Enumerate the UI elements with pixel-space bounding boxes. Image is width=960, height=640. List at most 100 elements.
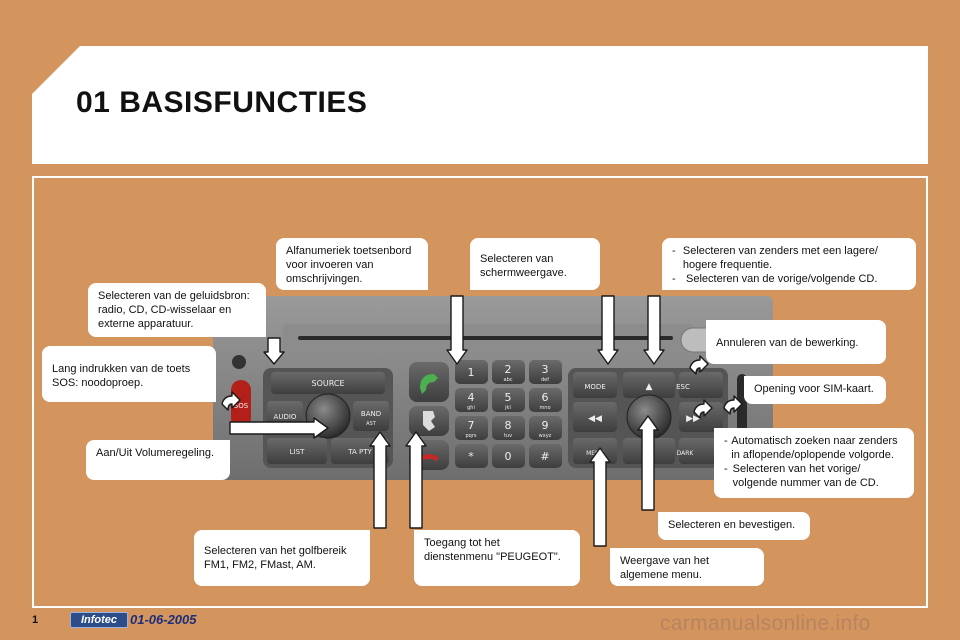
keypad-digit: 3 — [542, 363, 549, 376]
keypad-digit: 8 — [505, 419, 512, 432]
keypad-key-7[interactable] — [492, 416, 525, 440]
arrow-source — [263, 337, 285, 365]
keypad-key-9[interactable] — [455, 444, 488, 468]
keypad-digit: 4 — [468, 391, 475, 404]
arrow-mode — [597, 295, 619, 365]
svg-text:AST: AST — [366, 421, 377, 427]
header-background — [32, 46, 928, 164]
keypad-digit: 0 — [505, 450, 512, 463]
arrow-confirm — [637, 415, 659, 511]
footer-date: 01-06-2005 — [130, 612, 197, 627]
list-button[interactable] — [267, 438, 327, 464]
band-button[interactable] — [353, 401, 389, 431]
content-frame — [32, 176, 928, 608]
keypad-key-5[interactable] — [529, 388, 562, 412]
source-button[interactable] — [271, 372, 385, 394]
arrow-frequency — [643, 295, 665, 365]
keypad-letters: mno — [539, 405, 550, 411]
label-volume: Aan/Uit Volumeregeling. — [86, 440, 230, 480]
up-button[interactable] — [623, 372, 675, 398]
svg-text:DARK: DARK — [677, 450, 695, 457]
keypad-digit: 1 — [468, 366, 475, 379]
keypad-digit: 2 — [505, 363, 512, 376]
label-sim: Opening voor SIM-kaart. — [744, 376, 886, 404]
label-cancel: Annuleren van de bewerking. — [706, 320, 886, 364]
keypad-key-4[interactable] — [492, 388, 525, 412]
keypad-key-3[interactable] — [455, 388, 488, 412]
svg-text:AUDIO: AUDIO — [274, 413, 297, 421]
sos-button[interactable] — [231, 380, 251, 428]
svg-text:MENU: MENU — [586, 450, 604, 457]
header-panel: 01 BASISFUNCTIES — [32, 46, 928, 164]
arrow-volume — [229, 417, 329, 439]
infotec-logo: Infotec — [70, 612, 128, 628]
keypad-letters: jkl — [504, 405, 511, 411]
search-item-1: -Selecteren van het vorige/ volgende num… — [724, 463, 879, 489]
keypad-letters: tuv — [504, 433, 512, 439]
keypad-letters: abc — [504, 377, 513, 383]
page-number: 1 — [32, 614, 39, 626]
arrow-band — [369, 431, 391, 529]
keypad-digit: # — [540, 450, 549, 463]
keypad-key-1[interactable] — [492, 360, 525, 384]
rewind-icon: ◀◀ — [588, 414, 602, 424]
label-band: Selecteren van het golfbereik FM1, FM2, … — [194, 530, 370, 586]
label-search: -Automatisch zoeken naar zenders in aflo… — [714, 428, 914, 498]
esc-button[interactable] — [679, 372, 723, 398]
phone-icon — [420, 374, 438, 394]
rewind-button[interactable] — [573, 402, 617, 432]
arrow-sim — [723, 395, 743, 415]
mode-button[interactable] — [573, 372, 617, 398]
label-source: Selecteren van de geluidsbron: radio, CD… — [88, 283, 266, 337]
watermark: carmanualsonline.info — [660, 612, 871, 635]
keypad-digit: * — [468, 450, 474, 463]
label-frequency: -Selecteren van zenders met een lagere/ … — [662, 238, 916, 290]
keypad-letters: ghi — [467, 405, 475, 411]
frequency-item-1: -Selecteren van de vorige/volgende CD. — [672, 273, 878, 285]
forward-icon: ▶▶ — [686, 414, 700, 424]
label-main-menu: Weergave van het algemene menu. — [610, 548, 764, 586]
arrow-keyboard — [446, 295, 468, 365]
svg-text:ESC: ESC — [676, 383, 690, 391]
arrow-search — [693, 399, 713, 419]
svg-text:MODE: MODE — [584, 383, 605, 391]
arrow-sos — [221, 391, 241, 411]
keypad-digit: 5 — [505, 391, 512, 404]
label-services: Toegang tot het dienstenmenu "PEUGEOT". — [414, 530, 580, 586]
up-arrow-icon: ▲ — [646, 382, 653, 392]
arrow-services — [405, 431, 427, 529]
label-confirm: Selecteren en bevestigen. — [658, 512, 810, 540]
keypad-letters: def — [541, 377, 549, 383]
forward-button[interactable] — [679, 402, 723, 432]
page-title: 01 BASISFUNCTIES — [76, 86, 368, 119]
sos-label: SOS — [234, 402, 249, 410]
keypad-key-10[interactable] — [492, 444, 525, 468]
mic-grille-icon — [232, 355, 246, 369]
hangup-icon — [419, 454, 439, 461]
keypad-letters: wxyz — [539, 433, 552, 439]
keypad-key-6[interactable] — [455, 416, 488, 440]
keypad-key-8[interactable] — [529, 416, 562, 440]
svg-text:BAND: BAND — [361, 410, 381, 418]
keypad-digit: 9 — [542, 419, 549, 432]
arrow-main-menu — [589, 447, 611, 547]
keypad-key-11[interactable] — [529, 444, 562, 468]
dark-button[interactable] — [679, 438, 723, 464]
keypad-letters: pqrs — [465, 433, 476, 439]
label-display-mode: Selecteren van schermweergave. — [470, 238, 600, 290]
svg-text:SOURCE: SOURCE — [311, 379, 344, 388]
arrow-cancel — [689, 355, 709, 375]
peugeot-lion-icon — [423, 411, 435, 431]
svg-text:TA PTY: TA PTY — [347, 448, 372, 456]
label-keyboard: Alfanumeriek toetsenbord voor invoeren v… — [276, 238, 428, 290]
keypad-digit: 7 — [468, 419, 475, 432]
svg-text:LIST: LIST — [290, 448, 305, 456]
keypad-digit: 6 — [542, 391, 549, 404]
frequency-item-0: -Selecteren van zenders met een lagere/ … — [672, 245, 878, 271]
keypad-key-2[interactable] — [529, 360, 562, 384]
search-item-0: -Automatisch zoeken naar zenders in aflo… — [724, 435, 898, 461]
keypad-key-0[interactable] — [455, 360, 488, 384]
label-sos: Lang indrukken van de toets SOS: noodopr… — [42, 346, 216, 402]
